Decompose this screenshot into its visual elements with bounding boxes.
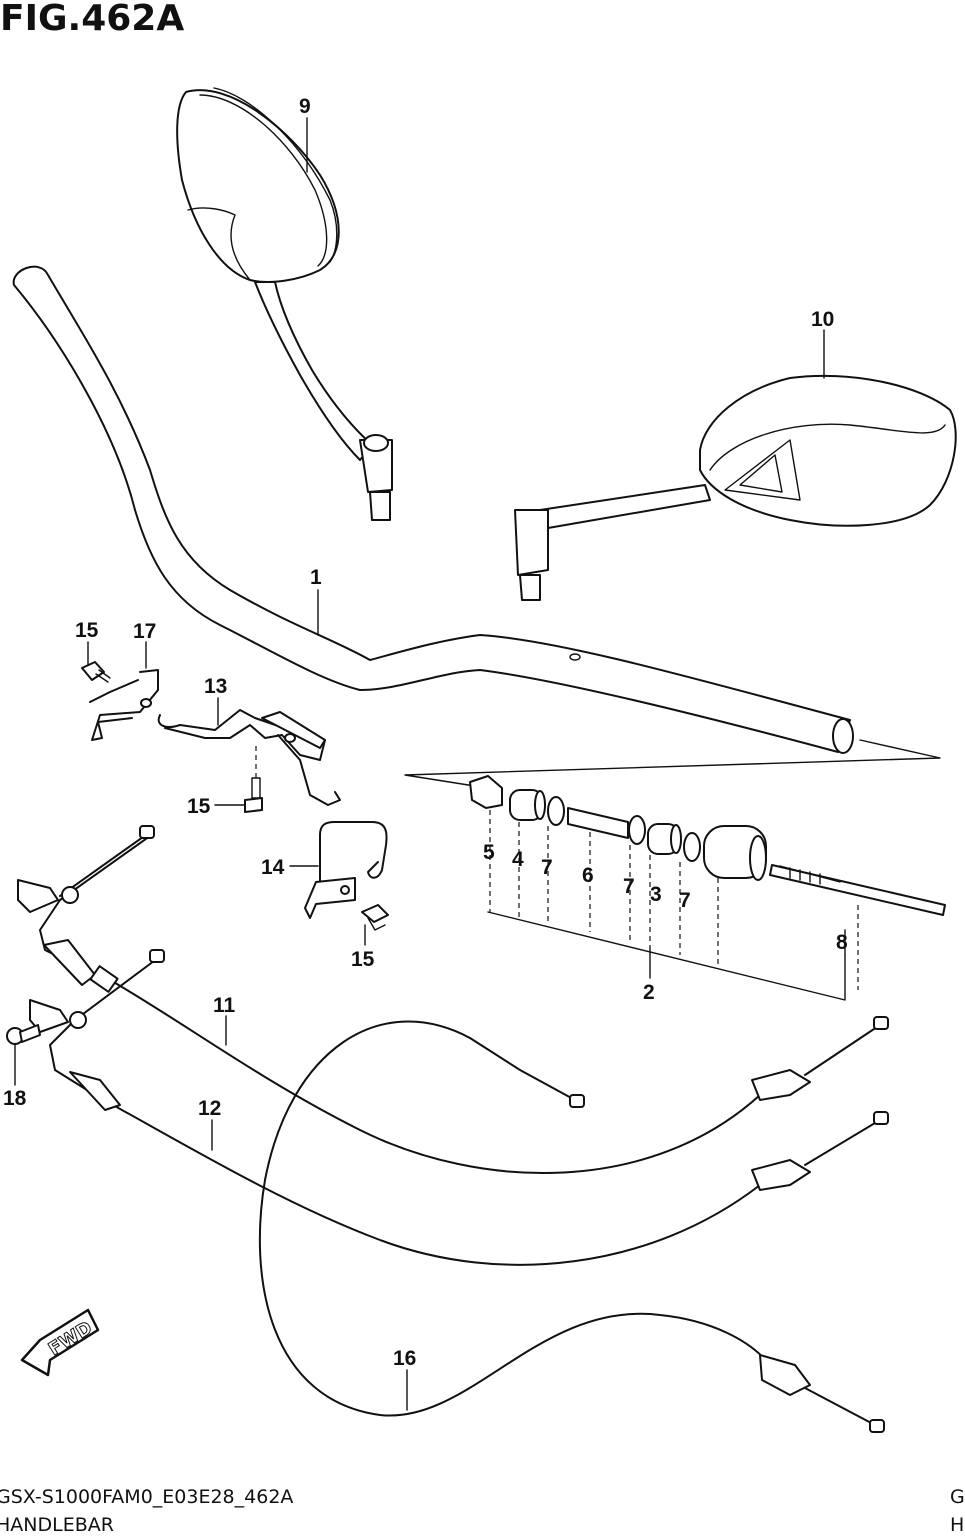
throttle-cable-12[interactable] [29,949,889,1266]
bracket-13[interactable] [157,709,341,806]
callout-4: 4 [512,848,524,871]
callout-9: 9 [299,95,311,118]
callout-12: 12 [198,1097,221,1120]
right-edge-text-1: G [950,1486,965,1508]
clip-15-lower[interactable] [361,904,389,931]
section-name: HANDLEBAR [0,1514,114,1536]
callout-14: 14 [261,856,285,879]
bracket-14[interactable] [304,821,388,919]
callout-17: 17 [133,620,156,643]
mirror-right[interactable] [514,374,957,601]
right-edge-text-2: H [950,1514,965,1536]
callout-1: 1 [310,566,322,589]
fwd-arrow-icon: FWD [20,1308,100,1377]
callout-2: 2 [643,981,655,1004]
screw-18[interactable] [6,1024,41,1045]
model-code: GSX-S1000FAM0_E03E28_462A [0,1486,294,1508]
callout-15c: 15 [351,948,375,971]
explode-guide [404,739,941,791]
callout-18: 18 [3,1087,27,1110]
callout-13: 13 [204,675,227,698]
callout-10: 10 [811,308,834,331]
callout-7b: 7 [623,875,635,898]
callout-leaders [14,117,846,1411]
callout-7c: 7 [679,889,691,912]
handlebar[interactable] [12,265,854,754]
callout-3: 3 [650,883,662,906]
bolt-15-middle[interactable] [244,745,263,813]
callout-5: 5 [483,841,495,864]
bracket-17[interactable] [89,669,159,741]
throttle-cable-11[interactable] [17,825,889,1175]
callout-8: 8 [836,931,848,954]
cable-16[interactable] [258,1020,885,1433]
callout-16: 16 [393,1347,416,1370]
figure-title: FIG.462A [0,0,185,39]
callout-15b: 15 [187,795,211,818]
callout-15a: 15 [75,619,99,642]
mirror-left[interactable] [176,87,393,521]
callout-7a: 7 [541,856,553,879]
callout-11: 11 [213,994,236,1017]
balancer-assembly[interactable] [469,775,946,1001]
callout-6: 6 [582,864,594,887]
bolt-15-upper[interactable] [81,661,111,683]
